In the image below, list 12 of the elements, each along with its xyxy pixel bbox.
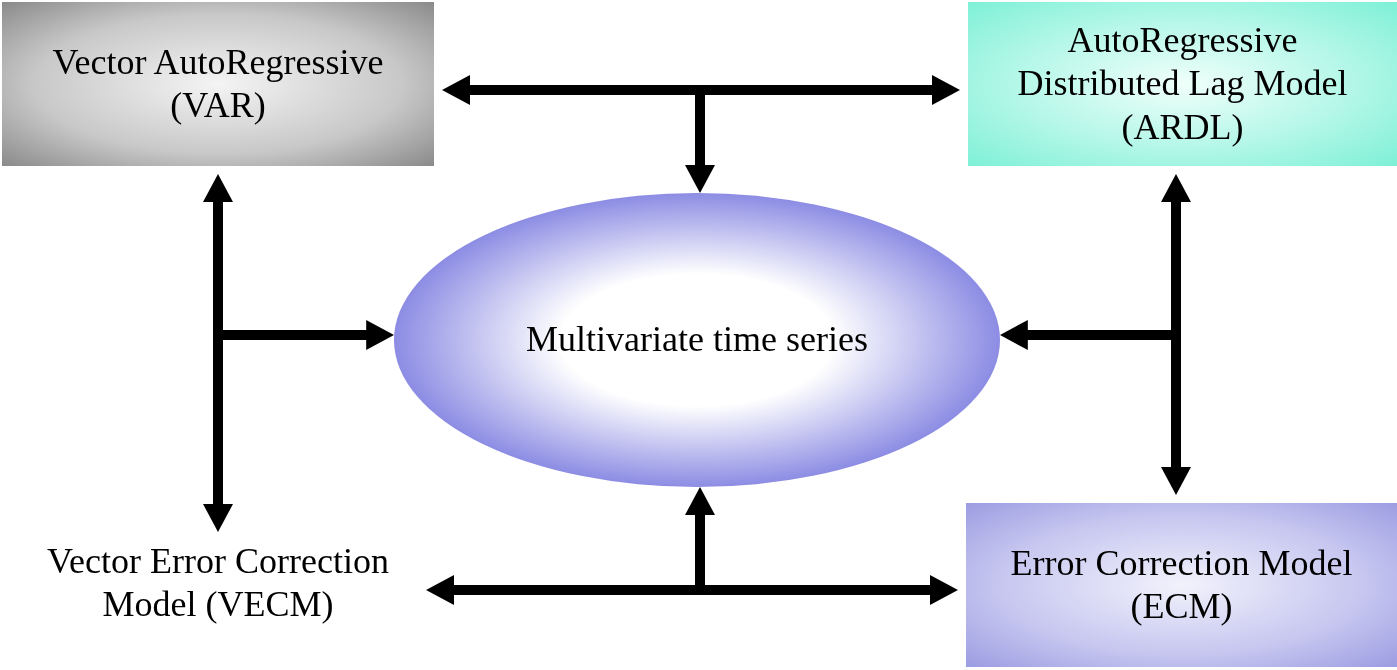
- double-arrow: [442, 75, 960, 105]
- model-box: [968, 2, 1397, 166]
- box-text: AutoRegressive Distributed Lag Model (ARDL): [1016, 19, 1349, 149]
- model-box: [966, 503, 1397, 667]
- text-label: Vector Error Correction Model (VECM): [18, 540, 418, 627]
- box-text: Vector AutoRegressive (VAR): [51, 40, 385, 127]
- box-text: Multivariate time series: [526, 318, 868, 362]
- double-arrow: [426, 575, 958, 605]
- double-arrow: [203, 174, 233, 532]
- double-arrow: [1161, 174, 1191, 495]
- box-text: Error Correction Model (ECM): [1009, 541, 1354, 628]
- model-box: [2, 2, 434, 166]
